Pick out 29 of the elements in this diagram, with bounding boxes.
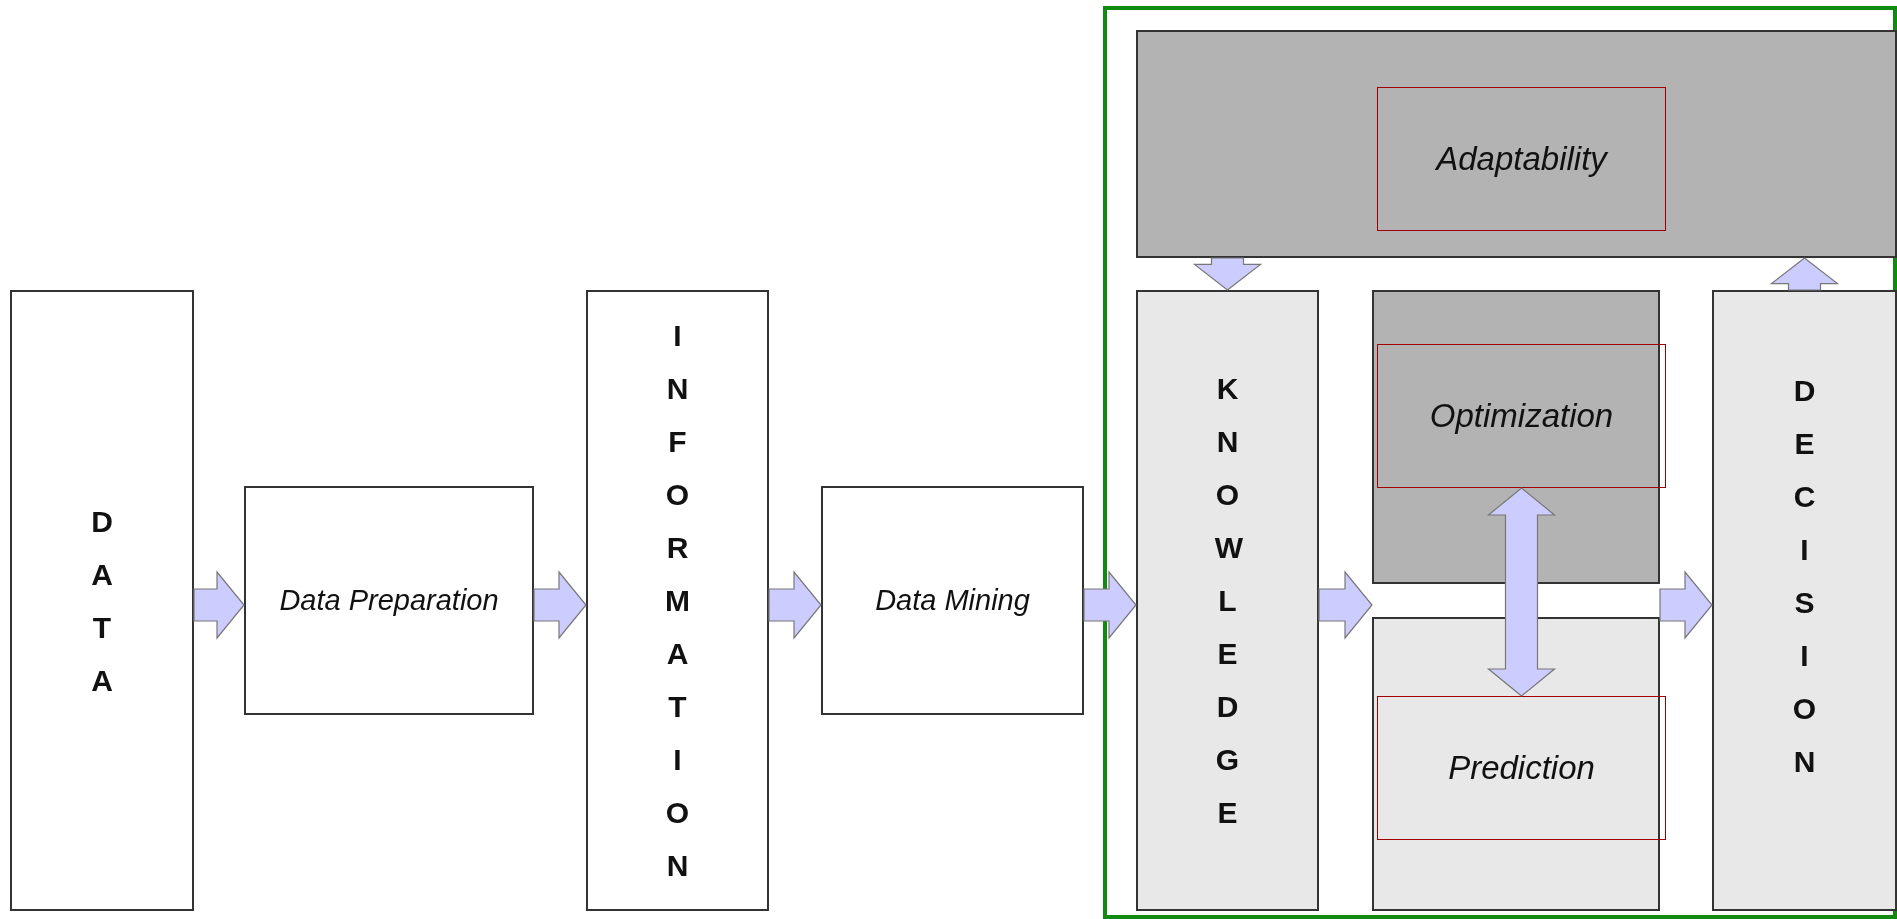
stage-box <box>586 290 769 911</box>
block-arrow <box>1192 257 1263 291</box>
process-box <box>244 486 534 715</box>
block-arrow <box>1659 570 1713 640</box>
process-label: Data Mining <box>875 582 1030 618</box>
stage-label: DATA <box>90 503 114 699</box>
capability-label: Prediction <box>1448 749 1595 787</box>
capability-box <box>1377 696 1666 840</box>
stage-box <box>10 290 194 911</box>
stage-box <box>1712 290 1897 911</box>
stage-box <box>1136 290 1319 911</box>
capability-label: Adaptability <box>1436 140 1607 178</box>
process-box <box>821 486 1084 715</box>
process-label: Data Preparation <box>279 582 499 618</box>
block-arrow <box>1083 570 1137 640</box>
capability-box <box>1377 344 1666 488</box>
stage-label: KNOWLEDGE <box>1214 371 1241 831</box>
capability-label: Optimization <box>1429 397 1614 435</box>
block-arrow <box>1769 257 1840 291</box>
block-arrow <box>1318 570 1373 640</box>
block-arrow <box>533 570 587 640</box>
group-frame <box>1103 6 1897 919</box>
stage-label: INFORMATION <box>664 318 691 884</box>
block-arrow <box>768 570 822 640</box>
panel <box>1136 30 1897 258</box>
capability-box <box>1377 87 1666 231</box>
stage-label: DECISION <box>1791 372 1818 780</box>
block-arrow <box>193 570 245 640</box>
block-arrow <box>1486 487 1557 697</box>
